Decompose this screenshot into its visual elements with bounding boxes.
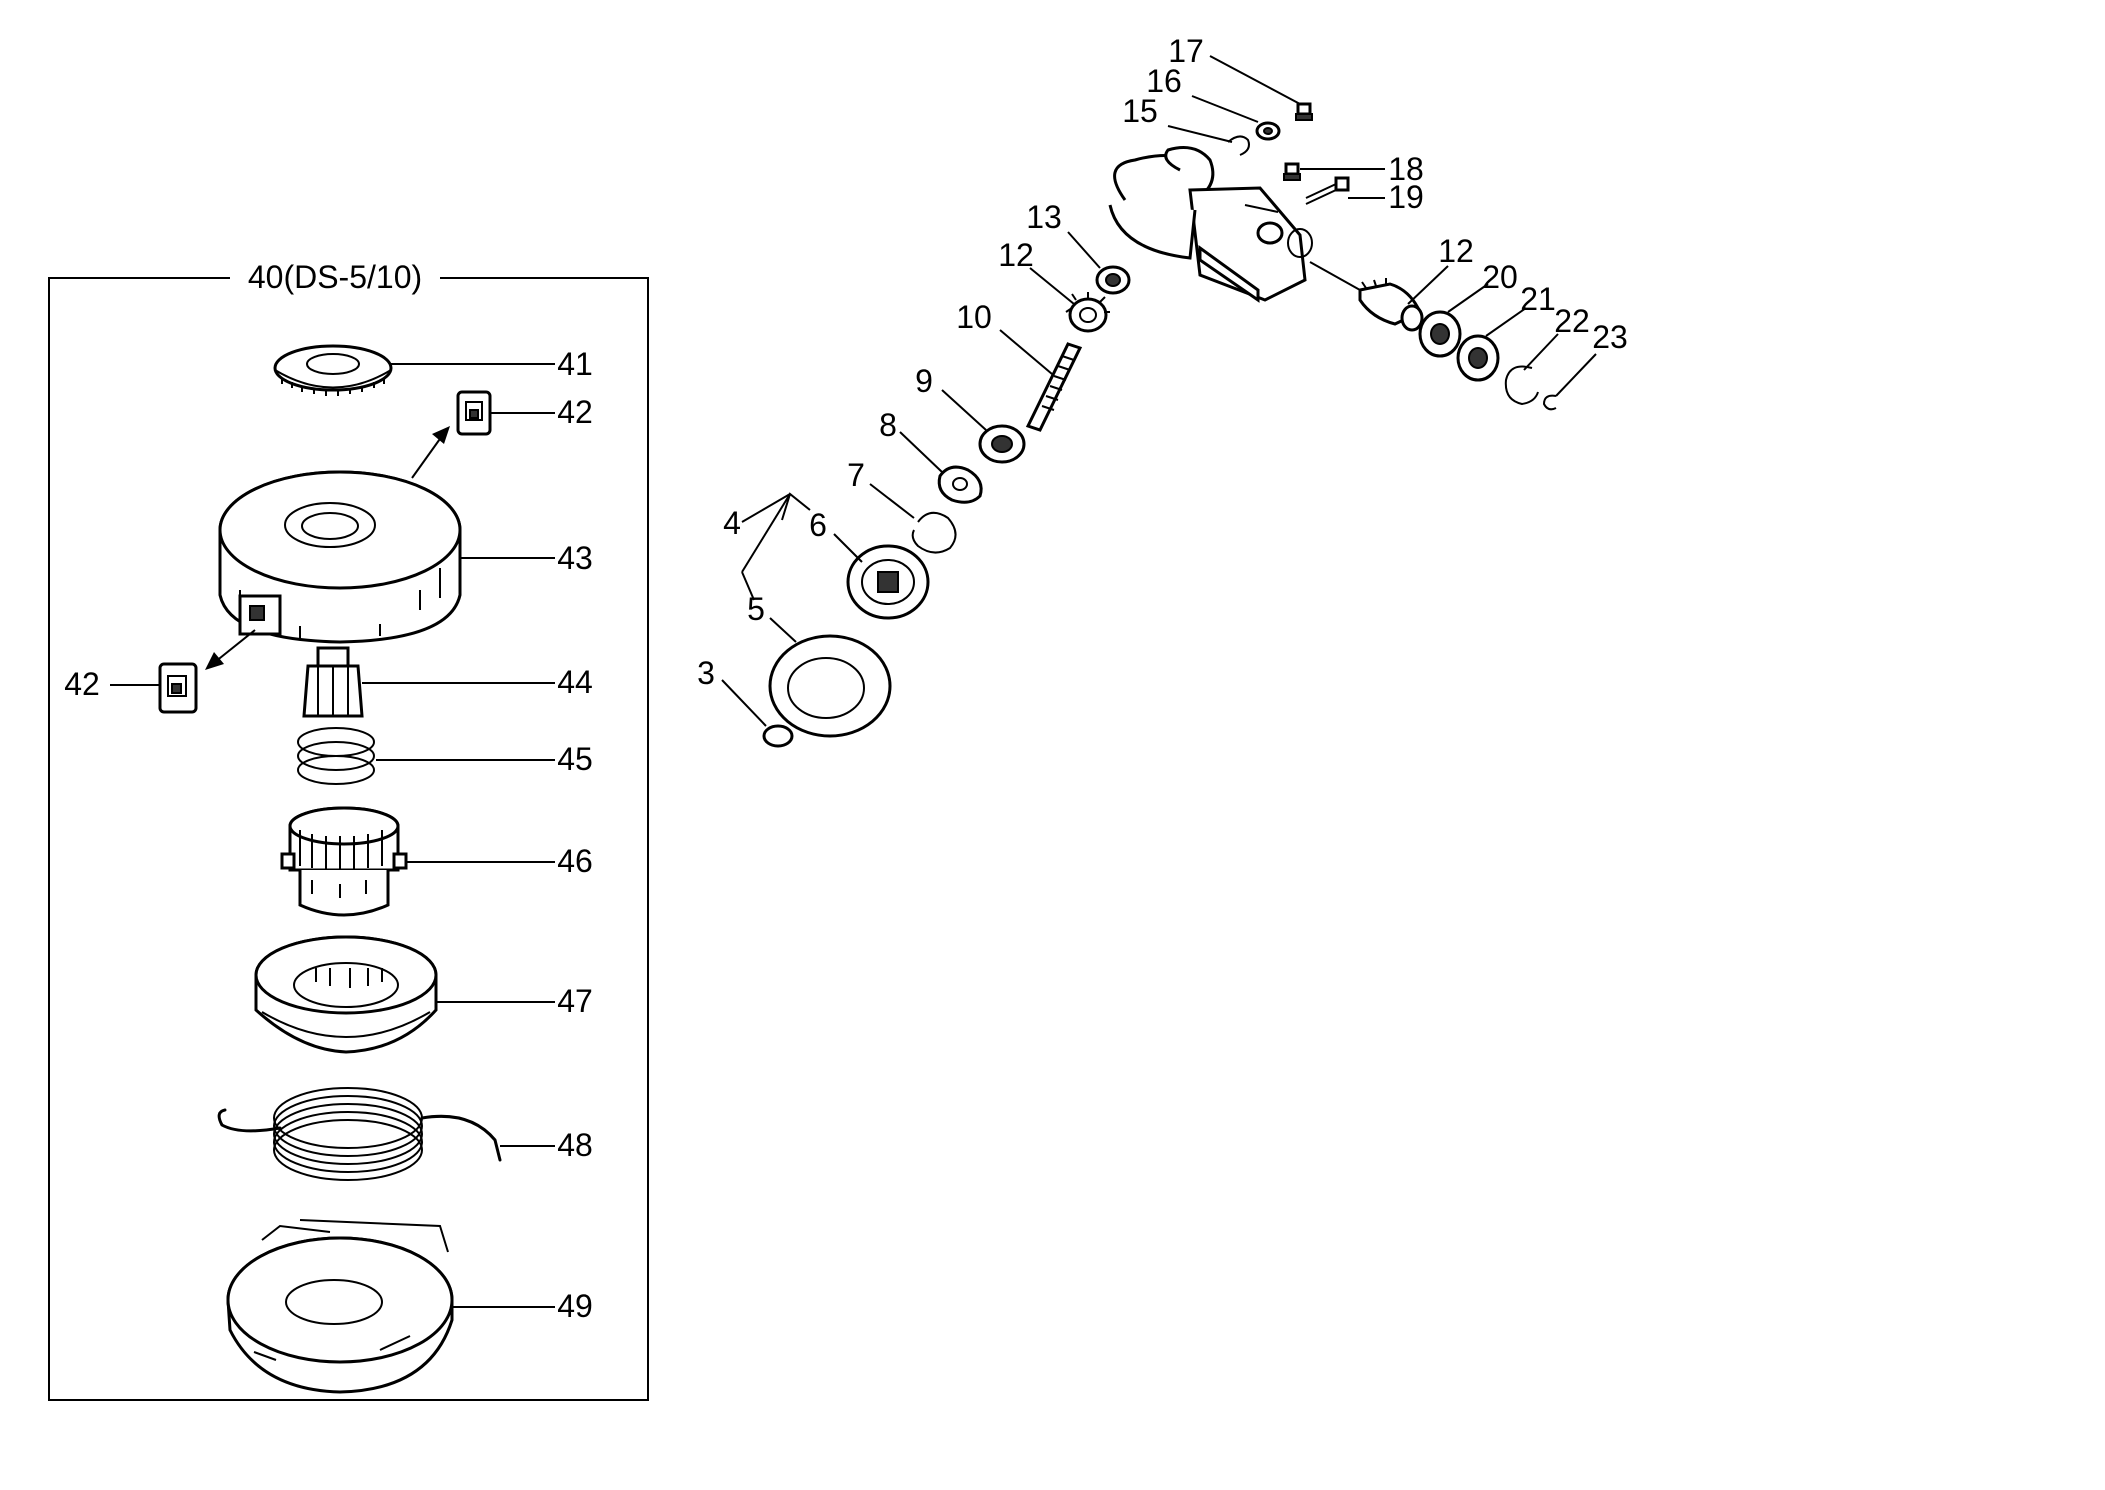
part-13-bearing — [1095, 265, 1131, 295]
part-41-drive-ring — [273, 344, 393, 396]
part-48-trimmer-line — [217, 1087, 502, 1181]
part-17-screw — [1295, 102, 1313, 121]
callout-21: 21 — [1520, 281, 1556, 317]
part-21-bearing — [1456, 334, 1500, 382]
part-49-base-housing — [226, 1219, 454, 1394]
callout-8: 8 — [879, 407, 897, 443]
callout-5: 5 — [747, 591, 765, 627]
callout-41: 41 — [557, 346, 593, 382]
part-8-washer — [937, 465, 983, 504]
part-4-group-bracket — [781, 492, 811, 521]
callout-49: 49 — [557, 1288, 593, 1324]
callout-19: 19 — [1388, 179, 1424, 215]
part-16-washer — [1255, 121, 1281, 141]
callout-47: 47 — [557, 983, 593, 1019]
callout-15: 15 — [1122, 93, 1158, 129]
part-6-cup-washer — [846, 544, 930, 620]
part-9-bearing — [978, 424, 1026, 464]
arrow-to-eyelet-bottom — [205, 629, 256, 670]
part-15-pin — [1227, 135, 1250, 156]
callout-3: 3 — [697, 655, 715, 691]
callout-42-bottom: 42 — [64, 666, 100, 702]
callout-17: 17 — [1168, 33, 1204, 69]
callout-7: 7 — [847, 457, 865, 493]
part-42-eyelet-top — [456, 390, 492, 436]
part-10-spindle-shaft — [1025, 342, 1083, 432]
part-45-spring — [297, 727, 375, 785]
part-18-screw — [1283, 162, 1301, 181]
part-12-bevel-gear-upper — [1065, 292, 1110, 333]
callout-42-top: 42 — [557, 394, 593, 430]
gear-head-housing — [1108, 146, 1313, 303]
part-47-spool — [254, 935, 438, 1054]
callout-48: 48 — [557, 1127, 593, 1163]
kit-box: 40(DS-5/10) — [48, 259, 649, 1401]
callout-labels: 17 16 15 18 19 13 12 10 9 8 7 4 6 5 3 12… — [64, 33, 1628, 1324]
callout-16: 16 — [1146, 63, 1182, 99]
callout-13: 13 — [1026, 199, 1062, 235]
part-12-bevel-pinion — [1358, 278, 1424, 332]
callout-43: 43 — [557, 540, 593, 576]
callout-45: 45 — [557, 741, 593, 777]
part-20-bearing — [1418, 310, 1462, 358]
part-3-ring — [762, 724, 794, 748]
callout-6: 6 — [809, 507, 827, 543]
callout-18: 18 — [1388, 151, 1424, 187]
part-42-eyelet-bottom — [158, 662, 198, 714]
callout-22: 22 — [1554, 303, 1590, 339]
part-43-spool-cover — [218, 470, 462, 644]
callout-20: 20 — [1482, 259, 1518, 295]
callout-12-lower: 12 — [1438, 233, 1474, 269]
part-19-bolt — [1305, 176, 1350, 205]
part-44-nut — [302, 646, 364, 718]
part-23-clip — [1542, 394, 1557, 411]
callout-9: 9 — [915, 363, 933, 399]
part-46-inner-hub — [280, 806, 408, 917]
kit-box-label: 40(DS-5/10) — [248, 259, 422, 295]
callout-10: 10 — [956, 299, 992, 335]
callout-4: 4 — [723, 505, 741, 541]
part-7-circlip — [911, 511, 957, 554]
callout-23: 23 — [1592, 319, 1628, 355]
arrow-to-eyelet-top — [411, 426, 450, 479]
callout-46: 46 — [557, 843, 593, 879]
callout-44: 44 — [557, 664, 593, 700]
callout-12-upper: 12 — [998, 237, 1034, 273]
part-5-guard-plate — [768, 634, 892, 738]
part-22-snap-ring — [1504, 365, 1539, 406]
